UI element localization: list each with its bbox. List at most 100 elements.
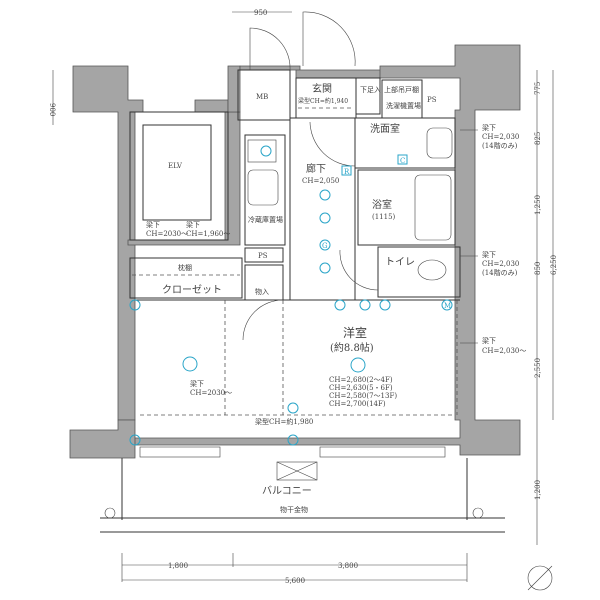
c-symbol-box: [397, 154, 408, 165]
dim-bottom: 1,800: [168, 562, 188, 570]
dim-right-total: 6,250: [550, 255, 558, 275]
beam-note: 梁下: [186, 220, 200, 229]
beam-note: 梁下: [146, 220, 160, 229]
beam-note: CH=1,960～: [186, 230, 230, 238]
bath-label: 浴室: [372, 198, 392, 211]
beam-note: 梁下: [190, 379, 204, 388]
beam-note: CH=2030～: [190, 389, 232, 397]
washer-label: 洗濯機置場: [386, 101, 421, 110]
toilet-door[interactable]: [339, 249, 379, 291]
burner-icon: [260, 145, 272, 157]
gas-symbol: G: [322, 242, 328, 250]
beam-note: CH=2,030～: [482, 347, 526, 355]
western-room-label: 洋室: [343, 325, 367, 340]
window: [319, 446, 446, 458]
outlet-icon: [129, 434, 141, 446]
bathtub-icon: [414, 174, 452, 241]
ps-mid: [244, 247, 284, 263]
washroom-door[interactable]: [309, 121, 356, 167]
light-icon: [319, 212, 331, 224]
washer-cabinet-label: 上部吊戸棚: [384, 85, 419, 94]
mb-label: MB: [256, 93, 268, 101]
entrance-beam-note: 梁型CH=約1,940: [298, 97, 348, 105]
ceiling-height: CH=2,680(2～4F): [329, 376, 393, 384]
mb-door[interactable]: [249, 27, 291, 71]
washroom-label: 洗面室: [370, 122, 400, 135]
western-room-size: (約8.8帖): [330, 341, 374, 354]
beam-note: (14階のみ): [482, 268, 518, 277]
dim-right: 1,200: [534, 480, 542, 500]
ceiling-height: CH=2,630(5・6F): [329, 384, 393, 392]
beam-note: CH=2030～: [146, 230, 188, 238]
window: [139, 446, 221, 458]
dim-right: 775: [534, 82, 542, 95]
storage-label: 物入: [255, 287, 269, 296]
drying-hardware-label: 物干金物: [280, 505, 308, 514]
beam-note: CH=2,030: [482, 260, 519, 268]
shoe-box: [355, 77, 381, 115]
drain-icon: [472, 507, 484, 519]
m-symbol: M: [444, 302, 451, 310]
r-symbol: R: [344, 168, 350, 176]
dim-bottom: 3,800: [338, 562, 358, 570]
beam-note: 梁下: [482, 250, 496, 259]
dim-right: 1,250: [534, 195, 542, 215]
elv-label: ELV: [168, 162, 183, 170]
toilet-label: トイレ: [385, 257, 415, 268]
closet-shelf-label: 枕棚: [178, 263, 192, 272]
toilet-icon: [417, 259, 447, 281]
ps-top-label: PS: [427, 96, 437, 104]
dim-right: 825: [534, 132, 542, 145]
elevator-shaft: [129, 111, 229, 241]
ceiling-light-icon: [182, 356, 198, 372]
hallway-label: 廊下: [306, 162, 326, 175]
ceiling-height: CH=2,700(14F): [329, 400, 386, 408]
walls: [69, 44, 521, 459]
closet: [129, 257, 243, 299]
toilet-room: [377, 246, 461, 298]
beam-note: 梁下: [482, 123, 496, 132]
outlet-icon: [359, 299, 371, 311]
dim-bottom-total: 5,600: [285, 577, 305, 585]
balcony-label: バルコニー: [262, 485, 312, 497]
outlet-icon: [287, 434, 299, 446]
beam-note: 梁下: [482, 336, 496, 345]
mb-room: [237, 69, 291, 121]
light-icon: [319, 262, 331, 274]
light-icon: [319, 189, 331, 201]
c-symbol: C: [400, 157, 405, 165]
meter-icon: [441, 299, 453, 311]
shoe-box-label: 下足入: [360, 86, 381, 94]
closet-label: クローゼット: [162, 284, 222, 296]
dim-right: 850: [534, 262, 542, 275]
ceiling-light-icon: [350, 357, 366, 373]
north-arrow-icon: [527, 565, 553, 591]
wash-basin-icon: [426, 127, 453, 159]
bathroom: [357, 169, 456, 246]
hallway-ch: CH=2,050: [302, 177, 339, 185]
aircon-outdoor-unit-icon: [276, 461, 318, 481]
dim-top: 950: [254, 9, 267, 17]
sink-icon: [247, 169, 279, 206]
entrance-door[interactable]: [302, 11, 356, 67]
outlet-icon: [129, 299, 141, 311]
outlet-icon: [334, 299, 346, 311]
bath-size: (1115): [372, 213, 396, 221]
ceiling-height: CH=2,580(7～13F): [329, 392, 397, 400]
window-beam-note: 梁型CH=約1,980: [255, 417, 313, 426]
ps-mid-label: PS: [258, 252, 268, 260]
room-door[interactable]: [242, 299, 284, 341]
drain-icon: [104, 507, 116, 519]
stove-icon: [247, 139, 277, 163]
dimensions: 950 900 775 825 1,250 850 2,550 1,200 6,…: [48, 9, 558, 585]
elevator-car: [142, 124, 212, 221]
r-symbol-box: [341, 165, 352, 176]
washroom: [354, 117, 456, 169]
dim-right: 2,550: [534, 358, 542, 378]
outlet-icon: [379, 299, 391, 311]
fridge-label: 冷蔵庫置場: [248, 215, 283, 224]
beam-note: (14階のみ): [482, 141, 518, 150]
kitchen: [244, 134, 286, 246]
gas-icon: [319, 239, 331, 251]
